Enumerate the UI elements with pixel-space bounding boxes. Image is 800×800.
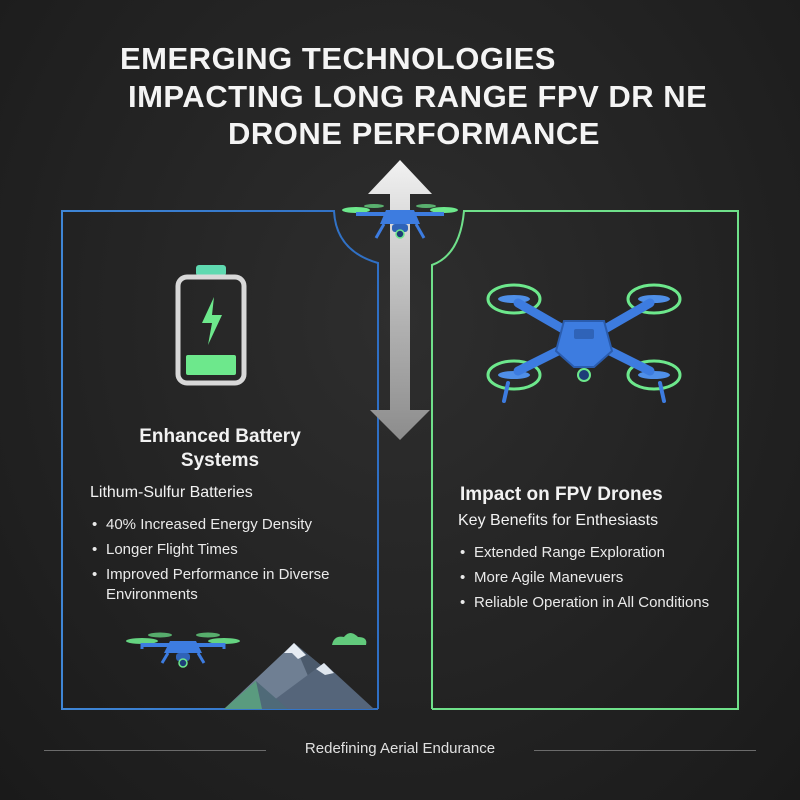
title-line-3: DRONE PERFORMANCE bbox=[228, 116, 600, 151]
battery-heading-line-2: Systems bbox=[180, 450, 260, 471]
list-item: 40% Increased Energy Density bbox=[90, 515, 370, 535]
list-item: Longer Flight Times bbox=[90, 540, 370, 560]
impact-benefits-list: Extended Range Exploration More Agile Ma… bbox=[458, 543, 728, 618]
battery-panel: Enhanced Battery Systems Lithum-Sulfur B… bbox=[61, 210, 379, 710]
battery-subheading: Lithum-Sulfur Batteries bbox=[90, 484, 253, 501]
title-line-1: EMERGING TECHNOLOGIES bbox=[120, 41, 556, 76]
impact-subheading: Key Benefits for Enthesiasts bbox=[458, 512, 659, 529]
battery-heading: Enhanced Battery Systems bbox=[62, 425, 378, 473]
footer-divider-right bbox=[534, 750, 756, 751]
impact-panel: Impact on FPV Drones Key Benefits for En… bbox=[431, 210, 739, 710]
junction-drone-icon bbox=[342, 204, 458, 239]
list-item: Extended Range Exploration bbox=[458, 543, 728, 563]
battery-benefits-list: 40% Increased Energy Density Longer Flig… bbox=[90, 515, 370, 610]
list-item: Reliable Operation in All Conditions bbox=[458, 593, 728, 613]
double-arrow-icon bbox=[368, 160, 432, 440]
quadcopter-drone-icon bbox=[486, 283, 682, 403]
impact-heading: Impact on FPV Drones bbox=[460, 484, 663, 505]
battery-panel-border bbox=[61, 210, 379, 710]
small-drone-icon bbox=[126, 632, 240, 668]
footer-divider-left bbox=[44, 750, 266, 751]
battery-heading-line-1: Enhanced Battery bbox=[139, 426, 301, 447]
footer-tagline: Redefining Aerial Endurance bbox=[304, 740, 496, 757]
impact-panel-border bbox=[431, 210, 739, 710]
battery-charging-icon bbox=[175, 265, 247, 386]
drone-mountain-illustration bbox=[126, 632, 374, 709]
list-item: Improved Performance in Diverse Environm… bbox=[90, 565, 370, 605]
list-item: More Agile Manevuers bbox=[458, 568, 728, 588]
title-line-2: IMPACTING LONG RANGE FPV DR NE bbox=[128, 79, 708, 114]
